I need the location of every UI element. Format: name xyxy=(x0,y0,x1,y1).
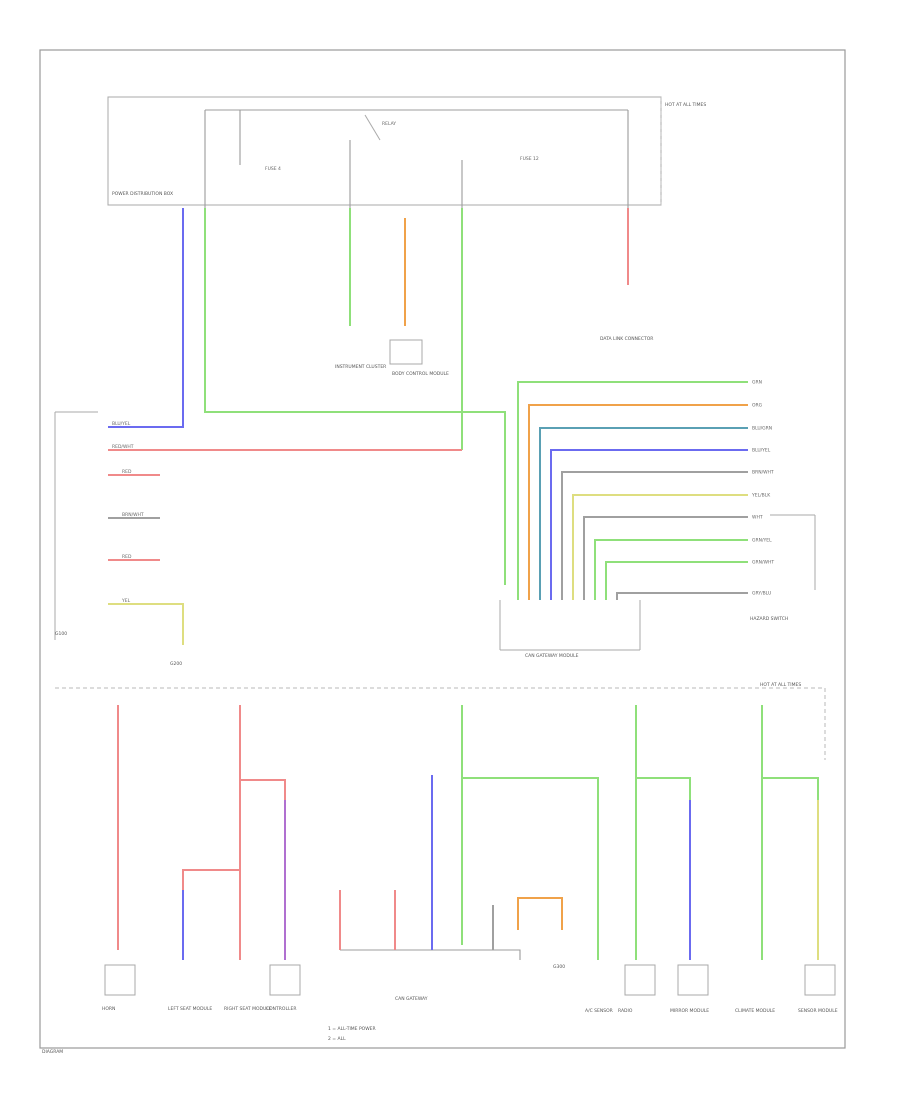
can-wire xyxy=(594,539,748,600)
relay-switch xyxy=(364,114,381,141)
wire-bottom-red-branch xyxy=(240,779,286,800)
can-wire xyxy=(605,561,748,600)
hazard-switch-label: HAZARD SWITCH xyxy=(750,616,788,622)
code-red3: RED xyxy=(122,554,132,560)
ground-label-1: G100 xyxy=(55,631,67,637)
horn-label: HORN xyxy=(102,1006,115,1012)
radio-box xyxy=(624,964,656,996)
can-wire-code: GRN/WHT xyxy=(752,560,774,566)
horn-box xyxy=(104,964,136,996)
controller-label: CONTROLLER xyxy=(266,1006,296,1012)
can-wire-code: GRN xyxy=(752,380,762,386)
body-control-module-label: BODY CONTROL MODULE xyxy=(392,371,449,377)
wire-green-can xyxy=(204,208,506,585)
sensor-module-label: SENSOR MODULE xyxy=(798,1008,838,1014)
can-wire xyxy=(616,592,748,600)
controller-box xyxy=(269,964,301,996)
left-seat-label: LEFT SEAT MODULE xyxy=(168,1006,212,1012)
can-wire-code: BLU/GRN xyxy=(752,426,772,432)
can-gateway-label: CAN GATEWAY xyxy=(395,996,428,1002)
code-grey: BRN/WHT xyxy=(122,512,144,518)
can-wire xyxy=(572,494,748,600)
can-wire xyxy=(561,471,748,600)
sheet-label-mid-right: HOT AT ALL TIMES xyxy=(760,682,801,688)
climate-module-label: CLIMATE MODULE xyxy=(735,1008,775,1014)
can-wire-code: BLU/YEL xyxy=(752,448,771,454)
fuse-label-a: FUSE 4 xyxy=(265,166,281,172)
can-wire xyxy=(583,516,748,600)
radio-label: RADIO xyxy=(618,1008,633,1014)
ground-label-left: G200 xyxy=(170,661,182,667)
wire-bottom-green-branch-2 xyxy=(762,777,819,800)
can-wire-code: ORG xyxy=(752,403,763,409)
corner-label: DIAGRAM xyxy=(42,1049,63,1055)
can-wire xyxy=(517,381,748,600)
relay-label: RELAY xyxy=(382,121,396,127)
wire-bottom-red-left xyxy=(182,869,240,890)
instrument-cluster-label: INSTRUMENT CLUSTER xyxy=(335,364,386,370)
fuse-label-b: FUSE 12 xyxy=(520,156,539,162)
mirror-label: MIRROR MODULE xyxy=(670,1008,709,1014)
wire-bottom-orange xyxy=(517,897,563,930)
can-wires-group: GRN ORG BLU/GRN BLU/YEL BRN/WHT YEL/BLK WHT GRN… xyxy=(517,380,774,600)
sensor-box xyxy=(804,964,836,996)
diagram-frame xyxy=(39,49,846,1049)
can-wire xyxy=(528,404,748,600)
wire-blue-left xyxy=(108,208,184,428)
ac-sensor-label: A/C SENSOR xyxy=(585,1008,613,1014)
sheet-label-top-right: HOT AT ALL TIMES xyxy=(665,102,706,108)
top-fuse-block xyxy=(107,96,662,206)
code-red-left: RED/WHT xyxy=(112,444,134,450)
can-wire-code: GRN/YEL xyxy=(752,538,772,544)
can-module-label: CAN GATEWAY MODULE xyxy=(525,653,579,659)
can-wire-code: BRN/WHT xyxy=(752,470,774,476)
code-blue-left: BLU/YEL xyxy=(112,421,131,427)
legend-line-2: 2 = ALL xyxy=(328,1036,346,1042)
can-wire-code: WHT xyxy=(752,515,763,521)
data-link-label: DATA LINK CONNECTOR xyxy=(600,336,653,342)
code-yel: YEL xyxy=(121,598,131,604)
ground-bus xyxy=(340,949,521,960)
legend-line-1: 1 = ALL-TIME POWER xyxy=(328,1026,376,1032)
can-wire-code: GRY/BLU xyxy=(752,591,771,597)
right-seat-label: RIGHT SEAT MODULE xyxy=(224,1006,272,1012)
can-wire-code: YEL/BLK xyxy=(751,493,771,499)
wire-bottom-green-branch xyxy=(636,777,691,800)
component-box-top xyxy=(389,339,423,365)
wire-yellow xyxy=(108,603,184,645)
ground-label-3: G300 xyxy=(553,964,565,970)
can-wire xyxy=(539,427,748,600)
mirror-box xyxy=(677,964,709,996)
top-fuse-block-label: POWER DISTRIBUTION BOX xyxy=(112,191,173,197)
can-wire xyxy=(550,449,748,600)
wire-bottom-green-2 xyxy=(462,777,599,960)
code-red2: RED xyxy=(122,469,132,475)
